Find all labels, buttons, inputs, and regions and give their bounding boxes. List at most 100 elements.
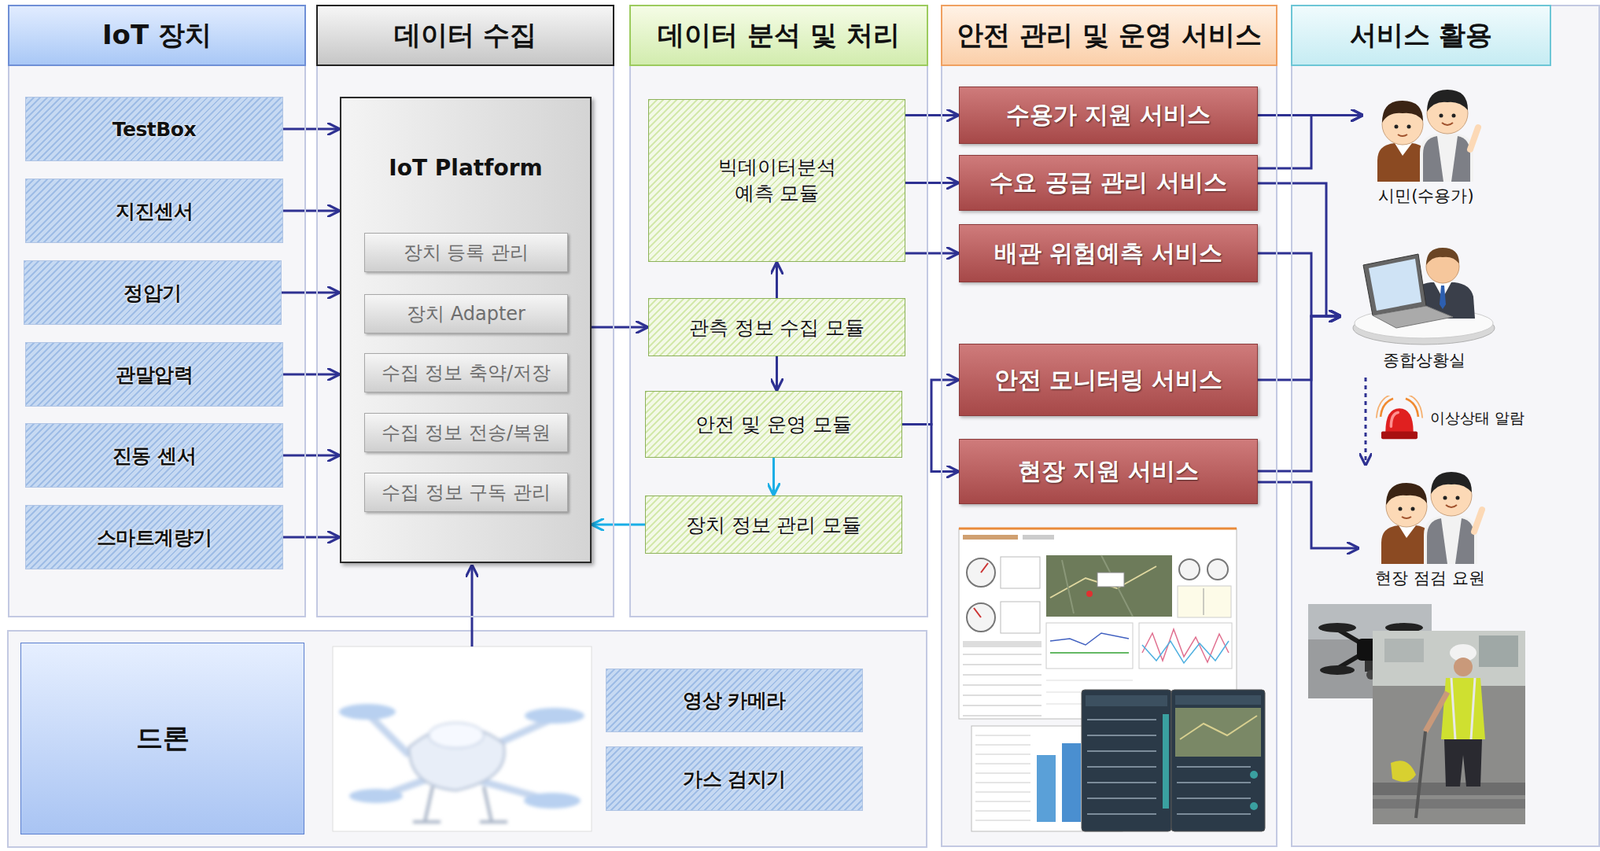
node-label: 시민(수용가)	[1378, 184, 1474, 207]
node-label: 관측 정보 수집 모듈	[689, 314, 866, 341]
device-box: 영상 카메라	[605, 668, 863, 733]
drone-drawing	[483, 786, 492, 823]
field-photo	[1384, 638, 1424, 663]
module-box: 안전 및 운영 모듈	[645, 390, 903, 458]
people-icon	[1423, 136, 1444, 182]
report-screenshot	[1061, 743, 1081, 823]
column-panels	[316, 4, 615, 618]
device-box: 진동 센서	[25, 423, 284, 488]
people-icon	[1451, 136, 1471, 182]
node-label: 정압기	[123, 280, 182, 306]
column-panel: 안전 관리 및 운영 서비스수용가 지원 서비스수요 공급 관리 서비스배관 위…	[940, 4, 1278, 848]
column-panel: 데이터 수집 IoT Platform장치 등록 관리장치 Adapter수집 정…	[316, 4, 615, 618]
drone-picture	[332, 646, 592, 832]
dashboard-screenshot	[1000, 601, 1040, 634]
mobile-screenshot	[1085, 695, 1168, 707]
field-photo	[1372, 630, 1526, 825]
module-box: 관측 정보 수집 모듈	[648, 298, 906, 357]
connector	[1257, 253, 1342, 317]
node-label: 이상상태 알람	[1430, 408, 1525, 429]
connector	[902, 424, 959, 472]
dashboard-screenshot	[1203, 588, 1205, 616]
mobile-screenshot	[1162, 714, 1169, 809]
device-box: 스마트계량기	[25, 505, 284, 570]
function-button: 수집 정보 축약/저장	[364, 353, 568, 393]
module-box: 장치 정보 관리 모듈	[645, 495, 903, 554]
drone-drawing	[369, 715, 410, 756]
column-panel: IoT 장치TestBox지진센서정압기관말압력진동 센서스마트계량기	[7, 4, 306, 618]
mobile-screenshot	[1171, 689, 1265, 832]
dashboard-screenshot	[1142, 641, 1229, 664]
report-screenshot	[975, 735, 1031, 821]
operator-icon	[1439, 285, 1446, 310]
drone-drawing	[479, 820, 508, 824]
column-panels	[629, 4, 929, 618]
field-photo	[1444, 739, 1483, 787]
user-group: 시민(수용가)	[1363, 83, 1490, 214]
column-title: 데이터 수집	[394, 17, 538, 54]
dashboard-screenshot	[1046, 555, 1173, 617]
field-photo	[1372, 799, 1526, 809]
people-icon	[1430, 471, 1472, 495]
alarm-item: 이상상태 알람	[1375, 390, 1545, 447]
node-label: 장치 정보 관리 모듈	[685, 512, 863, 539]
drone-picture	[332, 564, 592, 832]
drone-drawing	[524, 707, 585, 724]
node-label: 안전 및 운영 모듈	[695, 411, 852, 438]
mobile-screenshot	[1087, 719, 1157, 815]
people-icon	[1426, 518, 1448, 565]
column-title: 안전 관리 및 운영 서비스	[956, 17, 1261, 54]
people-icon	[1441, 122, 1453, 126]
drone-drawing	[523, 792, 581, 809]
device-box: 관말압력	[25, 342, 284, 407]
mobile-screenshot	[1175, 707, 1261, 757]
drone-drawing	[424, 786, 433, 823]
connector	[1257, 316, 1342, 380]
device-box: 가스 검지기	[605, 746, 863, 812]
people-icon	[1394, 125, 1399, 130]
dashboard-screenshot	[962, 654, 1042, 716]
mobile-screenshot	[1081, 689, 1172, 832]
node-label: 수집 정보 구독 관리	[381, 479, 551, 506]
node-label: 지진센서	[115, 198, 193, 225]
people-icon	[1426, 89, 1468, 112]
column-panel: 데이터 분석 및 처리빅데이터분석 예측 모듈관측 정보 수집 모듈안전 및 운…	[629, 4, 929, 618]
function-button: 수집 정보 전송/복원	[364, 412, 568, 453]
operator-icon	[1363, 254, 1427, 316]
dashboard-screenshot	[1179, 559, 1200, 580]
device-box: 정압기	[23, 260, 282, 325]
service-box: 현장 지원 서비스	[958, 438, 1258, 505]
connector	[1257, 115, 1364, 170]
platform-box: IoT Platform장치 등록 관리장치 Adapter수집 정보 축약/저…	[339, 96, 592, 564]
connector	[772, 457, 775, 496]
alarm-icon	[1385, 408, 1413, 432]
node-label: 현장 지원 서비스	[1017, 455, 1200, 488]
people-icon	[1474, 509, 1483, 532]
people-icon	[1407, 125, 1412, 130]
people-icon	[1470, 127, 1479, 150]
node-label: 진동 센서	[112, 442, 196, 469]
column-panels	[7, 4, 1600, 848]
node-label: 관말압력	[115, 361, 193, 388]
connector	[775, 356, 778, 391]
dashboard-screenshot	[958, 527, 1237, 531]
dashboard-screenshot	[1097, 572, 1125, 587]
node-label: 드론	[136, 720, 190, 757]
people-icon	[1397, 134, 1408, 137]
device-box: 지진센서	[25, 178, 284, 244]
user-group: 현장 점검 요원	[1359, 465, 1501, 592]
service-box: 배관 위험예측 서비스	[958, 224, 1258, 283]
people-icon	[1452, 114, 1457, 118]
connector	[905, 114, 959, 117]
field-photo	[1451, 678, 1475, 740]
connector	[902, 379, 959, 425]
connector	[1257, 316, 1342, 472]
report-screenshot	[1036, 755, 1056, 823]
dashboard-screenshot	[973, 608, 981, 618]
connector	[905, 181, 959, 185]
node-label: 수요 공급 관리 서비스	[989, 166, 1227, 200]
people-icon	[1423, 516, 1478, 565]
operator-icon	[1368, 258, 1422, 311]
